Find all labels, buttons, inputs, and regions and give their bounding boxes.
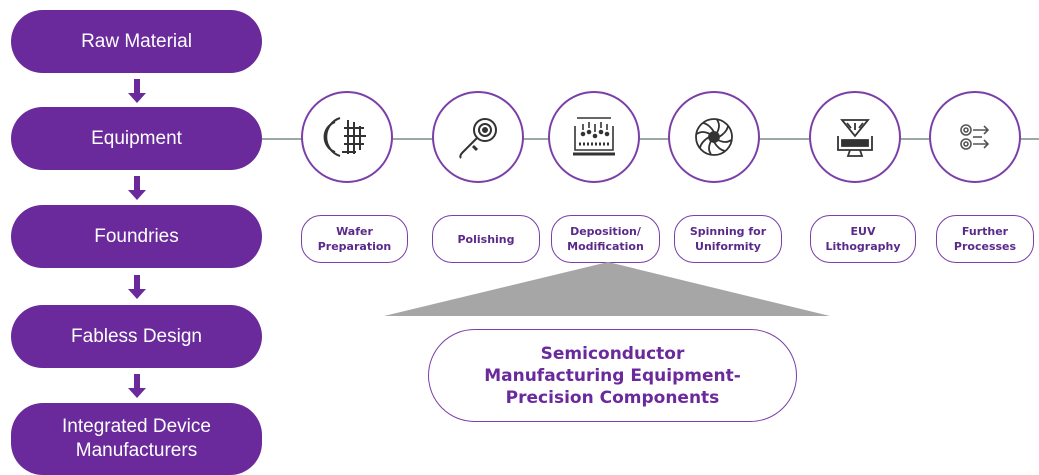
process-circle-polishing — [432, 91, 524, 183]
chain-step-label: Raw Material — [81, 30, 192, 52]
process-circle-deposition — [548, 91, 640, 183]
process-label-text: Further Processes — [953, 225, 1017, 253]
process-label-deposition: Deposition/ Modification — [551, 215, 660, 263]
process-label-spinning: Spinning for Uniformity — [674, 215, 782, 263]
process-circle-lithography — [809, 91, 901, 183]
process-label-text: Polishing — [457, 232, 515, 246]
polishing-icon — [459, 118, 497, 159]
process-label-text: EUV Lithography — [825, 225, 901, 253]
process-label-lithography: EUV Lithography — [810, 215, 916, 263]
process-circle-wafer — [301, 91, 393, 183]
connector-line — [262, 138, 1039, 140]
process-label-wafer: Wafer Preparation — [301, 215, 408, 263]
chain-step-label: Equipment — [91, 127, 182, 149]
gears-icon — [960, 124, 990, 150]
deposition-icon — [573, 117, 615, 156]
process-label-polishing: Polishing — [432, 215, 540, 263]
summary-oval: Semiconductor Manufacturing Equipment- P… — [428, 329, 797, 422]
chain-step-label: Foundries — [94, 225, 179, 247]
process-circle-further — [929, 91, 1021, 183]
grouping-triangle — [384, 262, 830, 316]
chain-step-equipment: Equipment — [11, 107, 262, 170]
chain-step-raw-material: Raw Material — [11, 10, 262, 73]
spinning-icon — [695, 118, 733, 156]
chain-step-foundries: Foundries — [11, 205, 262, 268]
chain-step-fabless-design: Fabless Design — [11, 305, 262, 368]
chain-step-label: Fabless Design — [71, 325, 202, 347]
wafer-icon — [323, 117, 366, 157]
chain-step-idm: Integrated Device Manufacturers — [11, 403, 262, 475]
process-label-text: Spinning for Uniformity — [689, 225, 767, 253]
lithography-icon — [837, 119, 873, 157]
chain-step-label: Integrated Device Manufacturers — [62, 416, 211, 461]
process-label-text: Deposition/ Modification — [567, 225, 644, 253]
summary-label: Semiconductor Manufacturing Equipment- P… — [484, 343, 741, 408]
process-label-text: Wafer Preparation — [317, 225, 392, 253]
process-circle-spinning — [668, 91, 760, 183]
process-label-further: Further Processes — [936, 215, 1034, 263]
